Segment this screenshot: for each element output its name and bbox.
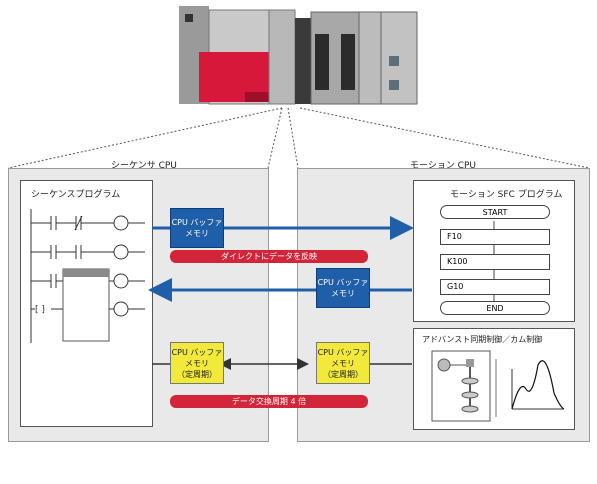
cam-control-illustration <box>431 350 565 422</box>
ladder-diagram: [ ] <box>30 209 145 343</box>
advanced-sync-title: アドバンスト同期制御／カム制御 <box>422 335 543 344</box>
sequence-program-box: シーケンスプログラム [ ] <box>20 180 153 427</box>
cpu-buffer-memory-top-label: CPU バッファ メモリ <box>171 218 223 238</box>
motion-sfc-program-box: モーション SFC プログラム START F10 K100 G10 END <box>413 180 575 322</box>
sfc-step-f10: F10 <box>440 229 550 245</box>
sfc-step-end: END <box>440 301 550 315</box>
fixed-cycle-buffer-left: CPU バッファ メモリ （定周期） <box>170 342 224 384</box>
motion-cpu-title: モーション CPU <box>410 161 476 171</box>
sfc-step-k100: K100 <box>440 254 550 270</box>
fixed-cycle-buffer-right-label: CPU バッファ メモリ （定周期） <box>317 347 369 379</box>
fixed-cycle-buffer-right: CPU バッファ メモリ （定周期） <box>316 342 370 384</box>
sfc-step-g10: G10 <box>440 279 550 295</box>
direct-reflect-label: ダイレクトにデータを反映 <box>170 250 368 263</box>
sequence-program-title: シーケンスプログラム <box>31 190 121 200</box>
cpu-buffer-memory-top: CPU バッファ メモリ <box>170 208 224 248</box>
cpu-buffer-memory-mid-label: CPU バッファ メモリ <box>317 278 369 298</box>
motion-sfc-title: モーション SFC プログラム <box>450 190 563 200</box>
cpu-buffer-memory-mid: CPU バッファ メモリ <box>316 268 370 308</box>
advanced-sync-box: アドバンスト同期制御／カム制御 <box>413 328 575 430</box>
sfc-step-start: START <box>440 205 550 219</box>
data-exchange-label: データ交換周期 4 倍 <box>170 395 368 408</box>
sequencer-cpu-title: シーケンサ CPU <box>111 161 177 171</box>
plc-hardware-image <box>175 0 422 108</box>
svg-text:[ ]: [ ] <box>35 305 45 315</box>
fixed-cycle-buffer-left-label: CPU バッファ メモリ （定周期） <box>171 347 223 379</box>
